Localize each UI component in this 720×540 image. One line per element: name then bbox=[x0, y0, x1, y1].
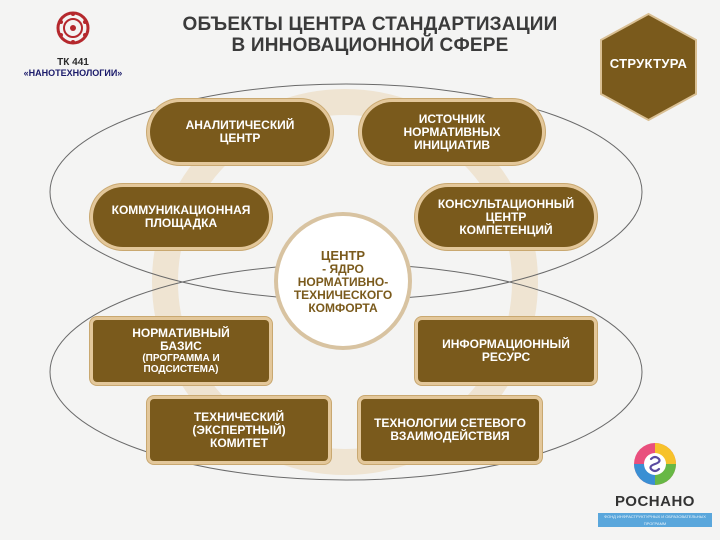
outer-ring bbox=[152, 89, 538, 475]
node-communication-platform: КОММУНИКАЦИОННАЯ ПЛОЩАДКА bbox=[93, 187, 269, 247]
node-normative-line4: ПОДСИСТЕМА) bbox=[143, 364, 219, 375]
structure-label: СТРУКТУРА bbox=[609, 56, 688, 71]
tk-logo: ТК 441 «НАНОТЕХНОЛОГИИ» bbox=[8, 10, 138, 78]
node-analytic-line2: ЦЕНТР bbox=[219, 131, 261, 145]
node-source-line3: ИНИЦИАТИВ bbox=[414, 137, 490, 152]
node-normative-basis: НОРМАТИВНЫЙ БАЗИС (ПРОГРАММА И ПОДСИСТЕМ… bbox=[93, 320, 269, 382]
node-network-line1: ТЕХНОЛОГИИ СЕТЕВОГО bbox=[374, 416, 526, 430]
node-source-line1: ИСТОЧНИК bbox=[418, 111, 486, 126]
node-normative-line1: НОРМАТИВНЫЙ bbox=[132, 326, 230, 340]
center-line2: - ЯДРО bbox=[322, 261, 364, 276]
fullerene-icon bbox=[56, 11, 90, 45]
node-info-line1: ИНФОРМАЦИОННЫЙ bbox=[442, 337, 570, 351]
node-normative-line2: БАЗИС bbox=[160, 339, 202, 353]
node-source-initiatives: ИСТОЧНИК НОРМАТИВНЫХ ИНИЦИАТИВ bbox=[362, 102, 542, 162]
node-info-line2: РЕСУРС bbox=[481, 350, 531, 364]
title-line-1: ОБЪЕКТЫ ЦЕНТРА СТАНДАРТИЗАЦИИ bbox=[182, 14, 558, 35]
node-source-line2: НОРМАТИВНЫХ bbox=[403, 124, 501, 139]
node-committee-line2: (ЭКСПЕРТНЫЙ) bbox=[192, 422, 286, 437]
page-title: ОБЪЕКТЫ ЦЕНТРА СТАНДАРТИЗАЦИИ В ИННОВАЦИ… bbox=[150, 14, 590, 56]
node-analytic-line1: АНАЛИТИЧЕСКИЙ bbox=[185, 118, 295, 132]
node-committee-line3: КОМИТЕТ bbox=[210, 435, 268, 450]
tk-name: «НАНОТЕХНОЛОГИИ» bbox=[23, 68, 123, 78]
node-communication-line2: ПЛОЩАДКА bbox=[144, 216, 218, 230]
rosnano-emblem-icon bbox=[634, 443, 676, 485]
structure-hexagon bbox=[600, 12, 697, 122]
node-consulting-line1: КОНСУЛЬТАЦИОННЫЙ bbox=[437, 196, 575, 211]
node-network-line2: ВЗАИМОДЕЙСТВИЯ bbox=[390, 429, 510, 443]
title-line-2: В ИННОВАЦИОННОЙ СФЕРЕ bbox=[231, 35, 509, 56]
node-committee-line1: ТЕХНИЧЕСКИЙ bbox=[193, 409, 285, 424]
node-information-resource: ИНФОРМАЦИОННЫЙ РЕСУРС bbox=[418, 320, 594, 382]
center-line3: НОРМАТИВНО- bbox=[297, 274, 389, 289]
center-line1: ЦЕНТР bbox=[320, 247, 366, 263]
node-consulting-line3: КОМПЕТЕНЦИЙ bbox=[459, 222, 553, 237]
node-network-technologies: ТЕХНОЛОГИИ СЕТЕВОГО ВЗАИМОДЕЙСТВИЯ bbox=[361, 399, 539, 461]
tk-code: ТК 441 bbox=[57, 57, 89, 68]
center-line4: ТЕХНИЧЕСКОГО bbox=[293, 287, 393, 302]
node-technical-committee: ТЕХНИЧЕСКИЙ (ЭКСПЕРТНЫЙ) КОМИТЕТ bbox=[150, 399, 328, 461]
node-communication-line1: КОММУНИКАЦИОННАЯ bbox=[111, 203, 251, 217]
rosnano-name: РОСНАНО bbox=[615, 493, 695, 510]
rosnano-subtitle: ФОНД ИНФРАСТРУКТУРНЫХ И ОБРАЗОВАТЕЛЬНЫХ … bbox=[598, 513, 712, 527]
node-consulting-center: КОНСУЛЬТАЦИОННЫЙ ЦЕНТР КОМПЕТЕНЦИЙ bbox=[418, 187, 594, 247]
node-consulting-line2: ЦЕНТР bbox=[485, 209, 527, 224]
node-normative-line3: (ПРОГРАММА И bbox=[142, 353, 220, 364]
center-core: ЦЕНТР - ЯДРО НОРМАТИВНО- ТЕХНИЧЕСКОГО КО… bbox=[278, 216, 408, 346]
center-line5: КОМФОРТА bbox=[308, 300, 378, 315]
rosnano-logo: РОСНАНО ФОНД ИНФРАСТРУКТУРНЫХ И ОБРАЗОВА… bbox=[596, 440, 714, 527]
node-analytic-center: АНАЛИТИЧЕСКИЙ ЦЕНТР bbox=[150, 102, 330, 162]
